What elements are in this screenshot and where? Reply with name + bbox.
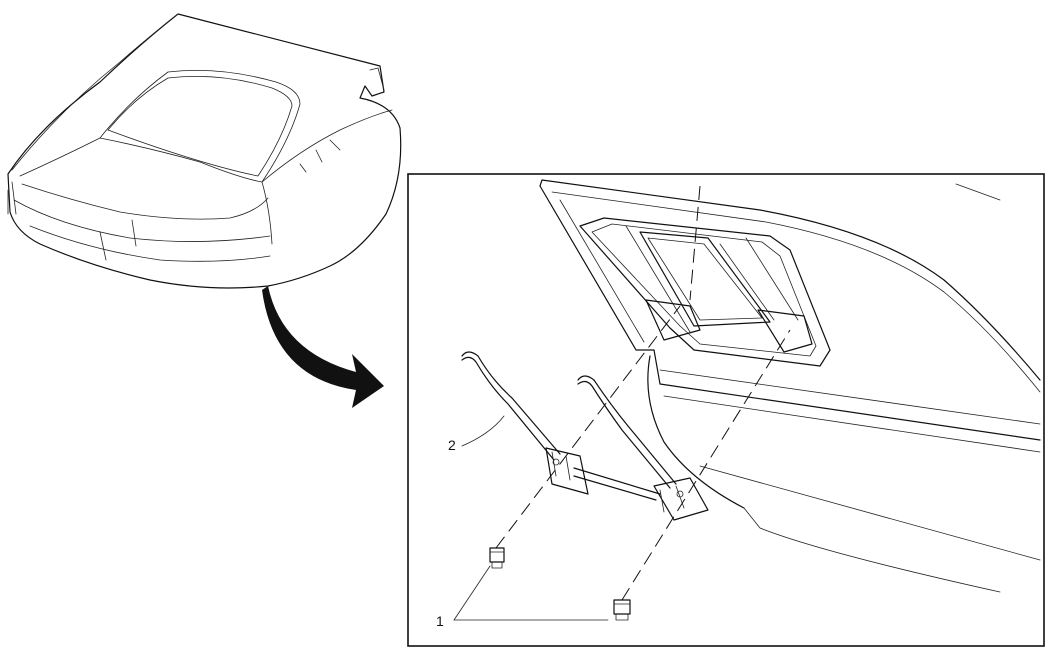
alignment-lines: [495, 185, 791, 601]
callout-label-2: 2: [448, 437, 456, 453]
frame-cutout: [579, 217, 831, 367]
lever-assembly: [461, 351, 709, 521]
direction-arrow: [262, 286, 384, 408]
seat-cushion-overview: [7, 13, 402, 289]
detail-inset: 2 1: [407, 173, 1045, 647]
callout-label-1: 1: [436, 613, 444, 629]
seat-frame: [539, 179, 1041, 593]
fasteners: [489, 547, 631, 621]
callout-leaders: [453, 415, 609, 621]
